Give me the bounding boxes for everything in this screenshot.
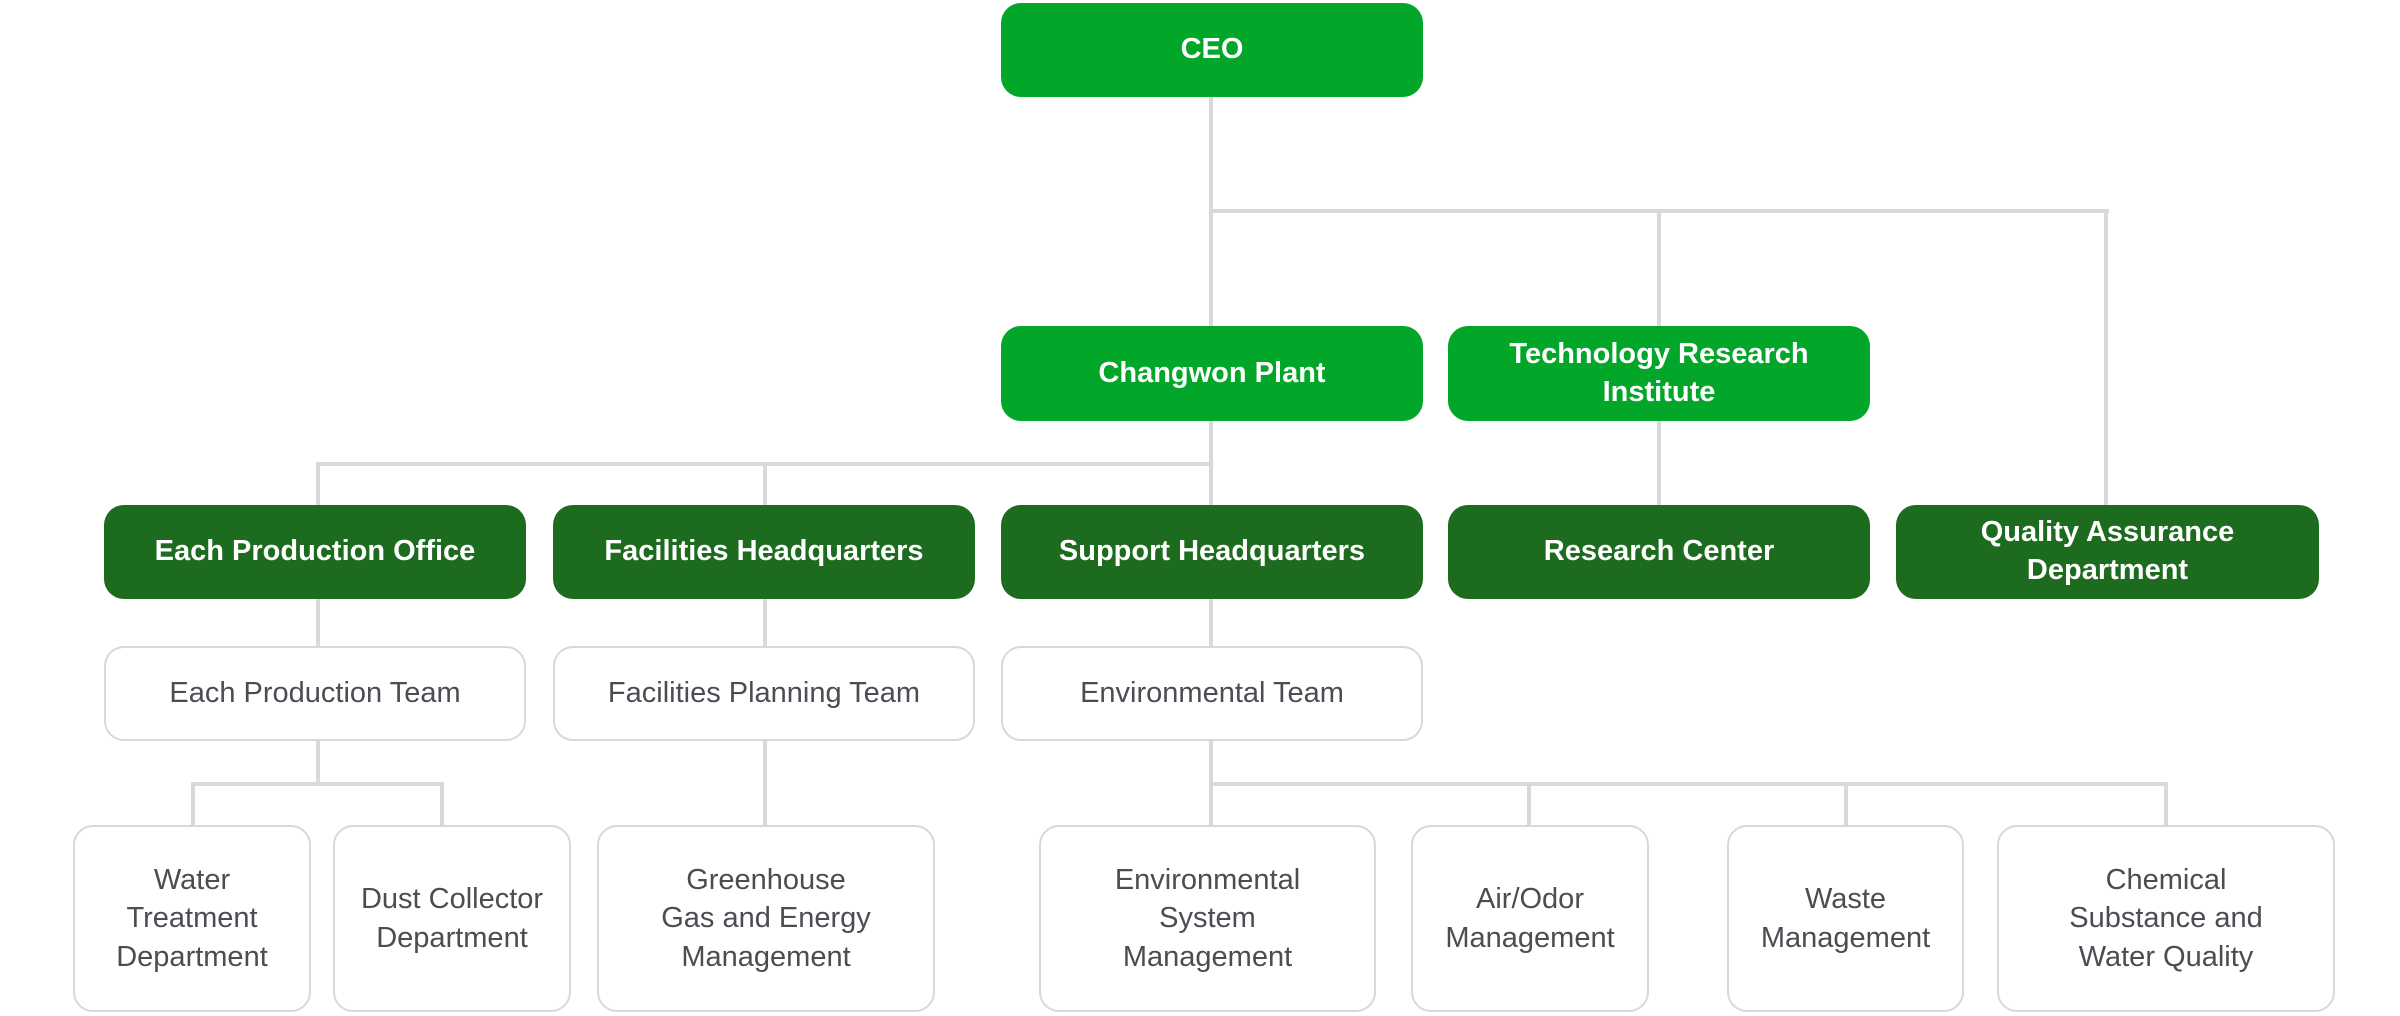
connector-shq-to-team	[1209, 598, 1213, 646]
connector-fhq-to-team	[763, 598, 767, 646]
connector-env-horizontal	[1209, 782, 2168, 786]
node-changwon-plant: Changwon Plant	[1001, 326, 1423, 421]
connector-tri-down	[1657, 420, 1661, 505]
node-waste-management: Waste Management	[1727, 825, 1964, 1012]
node-research-center: Research Center	[1448, 505, 1870, 599]
connector-to-ghg	[763, 740, 767, 825]
connector-to-chemical	[2164, 782, 2168, 825]
node-facilities-planning-team: Facilities Planning Team	[553, 646, 975, 741]
connector-to-air	[1527, 782, 1531, 825]
node-quality-assurance-department: Quality Assurance Department	[1896, 505, 2319, 599]
connector-to-facilities-hq	[763, 462, 767, 505]
connector-to-waste	[1844, 782, 1848, 825]
node-technology-research-institute: Technology Research Institute	[1448, 326, 1870, 421]
node-environmental-system-management: Environmental System Management	[1039, 825, 1376, 1012]
connector-prod-team-down	[316, 740, 320, 785]
connector-to-water	[191, 782, 195, 825]
connector-prod-team-horizontal	[191, 782, 444, 786]
node-greenhouse-gas-energy-management: Greenhouse Gas and Energy Management	[597, 825, 935, 1012]
node-air-odor-management: Air/Odor Management	[1411, 825, 1649, 1012]
connector-to-tri	[1657, 209, 1661, 326]
connector-to-qa	[2104, 209, 2108, 505]
node-environmental-team: Environmental Team	[1001, 646, 1423, 741]
node-each-production-office: Each Production Office	[104, 505, 526, 599]
connector-to-production-office	[316, 462, 320, 505]
node-water-treatment-department: Water Treatment Department	[73, 825, 311, 1012]
node-chemical-substance-water-quality: Chemical Substance and Water Quality	[1997, 825, 2335, 1012]
node-ceo: CEO	[1001, 3, 1423, 97]
node-each-production-team: Each Production Team	[104, 646, 526, 741]
node-facilities-headquarters: Facilities Headquarters	[553, 505, 975, 599]
connector-to-dust	[440, 782, 444, 825]
node-dust-collector-department: Dust Collector Department	[333, 825, 571, 1012]
connector-office-to-team	[316, 598, 320, 646]
node-support-headquarters: Support Headquarters	[1001, 505, 1423, 599]
